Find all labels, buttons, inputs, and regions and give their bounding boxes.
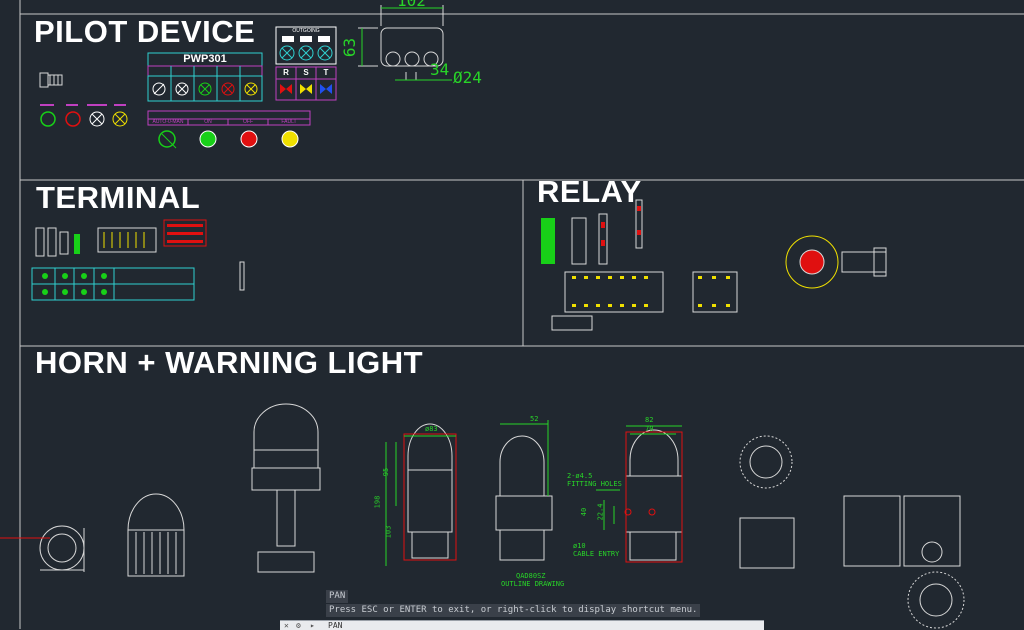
pwp301-panel	[147, 52, 263, 102]
dim-w52: 52	[530, 415, 539, 423]
terminal-blocks	[31, 219, 245, 301]
dim-fitting-holes: FITTING HOLES	[567, 480, 622, 488]
dim-cable: ø10	[573, 542, 586, 550]
selector-and-lamp-strip	[147, 110, 311, 149]
label-on: ON	[204, 119, 212, 125]
phase-label-r: R	[283, 68, 289, 77]
fitting-hole-marks	[403, 431, 683, 563]
dim-22-4: 22.4	[596, 503, 605, 521]
dim-40: 40	[580, 507, 589, 517]
phase-label-t: T	[323, 68, 329, 77]
command-history-line-1: PAN	[326, 590, 349, 603]
phase-label-s: S	[303, 68, 309, 77]
dim-h103: 103	[384, 525, 393, 539]
horn-dimension-lines	[385, 420, 682, 566]
dim-102: 102	[397, 0, 426, 10]
outline-drawing-label: OUTLINE DRAWING	[501, 580, 565, 588]
horn-and-light-drawings	[0, 403, 965, 629]
command-line[interactable]: ✕ ⚙ ▸ PAN	[280, 620, 764, 630]
dim-w83: ø83	[425, 425, 438, 433]
section-title-relay: RELAY	[537, 174, 642, 209]
dim-63: 63	[340, 37, 360, 58]
section-title-horn-warning-light: HORN + WARNING LIGHT	[35, 345, 424, 380]
rst-phase-lamps	[275, 66, 337, 101]
dimension-lines	[361, 7, 452, 81]
pushbutton-side-view	[39, 72, 63, 88]
dim-34: 34	[430, 60, 450, 79]
command-history: PAN Press ESC or ENTER to exit, or right…	[326, 590, 701, 629]
command-history-line-2: Press ESC or ENTER to exit, or right-cli…	[326, 604, 701, 617]
indicator-circles	[40, 104, 128, 127]
dim-cable-entry: CABLE ENTRY	[573, 550, 620, 558]
dim-w70: 70	[645, 425, 654, 433]
prompt-icon: ▸	[310, 621, 315, 630]
section-title-pilot-device: PILOT DEVICE	[34, 14, 256, 49]
section-title-terminal: TERMINAL	[36, 180, 201, 215]
command-input[interactable]: PAN	[328, 621, 343, 630]
outgoing-indicator-block	[275, 26, 337, 65]
outgoing-label: OUTGOING	[292, 28, 320, 34]
model-label: QAD80SZ	[516, 572, 546, 580]
relay-drawings	[541, 199, 887, 331]
customize-icon[interactable]: ⚙	[296, 621, 301, 630]
dim-h198: 198	[373, 495, 382, 509]
label-auto-0-man: AUTO-0-MAN	[152, 119, 184, 125]
section-frame	[19, 0, 1024, 629]
dim-w82: 82	[645, 416, 654, 424]
dim-fitting: 2-ø4.5	[567, 472, 593, 480]
label-off: OFF	[243, 119, 253, 125]
close-icon[interactable]: ✕	[284, 621, 289, 630]
dim-dia-24: Ø24	[453, 68, 482, 87]
pwp301-label: PWP301	[183, 53, 227, 65]
dim-h95: 95	[382, 467, 391, 477]
label-fault: FAULT	[281, 119, 297, 125]
